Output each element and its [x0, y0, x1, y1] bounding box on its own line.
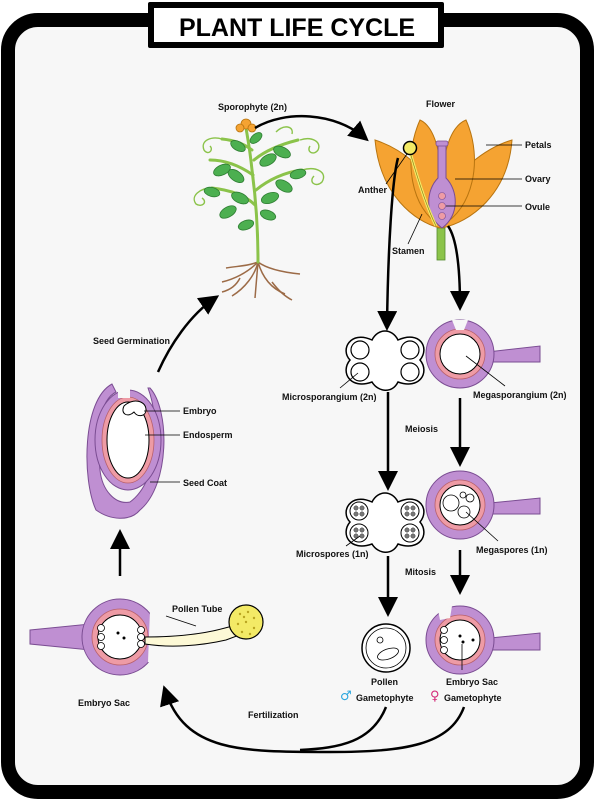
microsporangium: [345, 330, 425, 391]
flower-anther: [402, 140, 418, 156]
label-ovule: Ovule: [525, 202, 550, 212]
flower-stalk: [436, 227, 446, 261]
label-anther: Anther: [358, 185, 387, 195]
sporophyte-plant: [193, 118, 325, 301]
label-meiosis: Meiosis: [405, 424, 438, 434]
arrow-plant-to-flower: [254, 114, 369, 142]
seed: [86, 383, 165, 519]
leader-megaspores: [465, 511, 499, 542]
microspores: [345, 492, 425, 553]
leader-microspores: [345, 535, 361, 547]
embryo-sac-right: [425, 605, 541, 675]
label-pollen: Pollen: [371, 677, 398, 687]
plant-leaves: [203, 132, 307, 231]
flower-ovule: [438, 192, 446, 200]
embryo-sac-left: [29, 598, 162, 676]
label-megaspores: Megaspores (1n): [476, 545, 548, 555]
flower-ovule: [438, 212, 446, 220]
male-symbol: ♂: [340, 689, 352, 704]
arrow-anther-to-microsporangium: [377, 157, 400, 331]
label-microsporangium: Microsporangium (2n): [282, 392, 377, 402]
flower-ovule: [438, 202, 446, 210]
label-mitosis: Mitosis: [405, 567, 436, 577]
plant-bud-flower: [235, 118, 257, 133]
label-fertilization: Fertilization: [248, 710, 299, 720]
label-endosperm: Endosperm: [183, 430, 233, 440]
arrow-gametophytes-to-embryo-sac: [160, 685, 466, 754]
label-megasporangium: Megasporangium (2n): [473, 390, 567, 400]
title-box-inner: [154, 8, 438, 42]
leader-stamen: [407, 213, 423, 245]
label-female-gametophyte: Gametophyte: [444, 693, 502, 703]
leader-pollen-tube: [165, 615, 197, 627]
female-symbol: ♀: [430, 689, 440, 704]
label-microspores: Microspores (1n): [296, 549, 369, 559]
label-seed-germination: Seed Germination: [93, 336, 170, 346]
label-embryo: Embryo: [183, 406, 217, 416]
label-petals: Petals: [525, 140, 552, 150]
label-sporophyte: Sporophyte (2n): [218, 102, 287, 112]
arrow-seed-to-plant: [156, 295, 220, 373]
label-seed-coat: Seed Coat: [183, 478, 227, 488]
label-pollen-tube: Pollen Tube: [172, 604, 222, 614]
page-title: PLANT LIFE CYCLE: [179, 14, 415, 42]
label-embryo-sac-right: Embryo Sac: [446, 677, 498, 687]
plant-roots: [221, 261, 301, 301]
flower-pistil: [428, 144, 456, 229]
pollen-grain-yellow: [228, 604, 264, 640]
label-embryo-sac-left: Embryo Sac: [78, 698, 130, 708]
megasporangium: [425, 319, 541, 389]
label-ovary: Ovary: [525, 174, 551, 184]
arrow-ovary-to-megasporangium: [446, 225, 470, 311]
label-flower: Flower: [426, 99, 456, 109]
flower-stigma: [435, 140, 449, 147]
leader-microsporangium: [339, 372, 359, 389]
arrow-pollen-join: [299, 706, 388, 752]
label-stamen: Stamen: [392, 246, 425, 256]
label-male-gametophyte: Gametophyte: [356, 693, 414, 703]
plant-tendrils: [193, 126, 325, 207]
leader-megasporangium: [465, 355, 506, 387]
pollen-grain: [361, 623, 411, 673]
